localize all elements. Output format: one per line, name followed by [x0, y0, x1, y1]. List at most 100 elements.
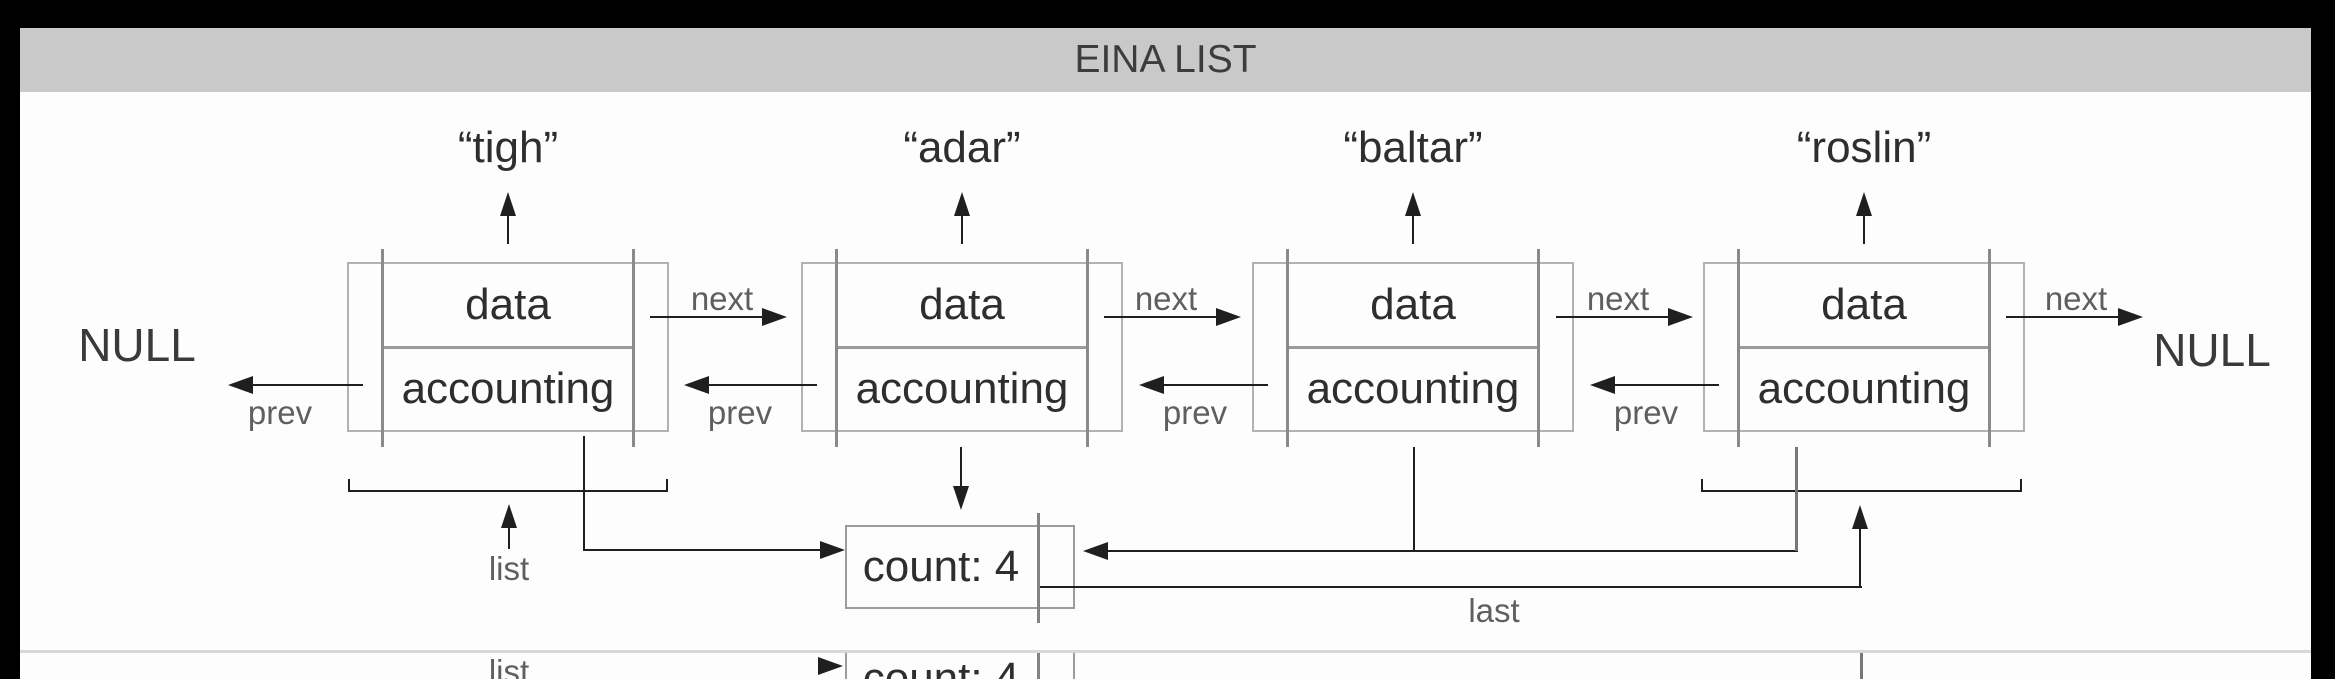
data-arrow-line [1412, 214, 1414, 244]
figure-divider [20, 650, 2311, 653]
count-box-edge [1073, 653, 1075, 679]
list-pointer-vline [583, 436, 585, 551]
list-node-baltar: “baltar” data accounting [1252, 0, 1574, 620]
prev-arrow-line [253, 384, 363, 386]
node-data-value: “roslin” [1796, 123, 1932, 172]
prev-arrowhead-icon [228, 376, 253, 394]
data-arrowhead-icon [1856, 192, 1872, 216]
node-inner-line-left [835, 249, 838, 447]
accounting-cell: accounting [855, 364, 1069, 413]
list-arrow-line [508, 527, 510, 549]
list-arrowhead-icon [501, 504, 517, 528]
data-arrow-line [1863, 214, 1865, 244]
node-box [347, 262, 669, 432]
prev-arrowhead-icon [684, 376, 709, 394]
node-data-value: “tigh” [457, 123, 559, 172]
last-pointer-vline [1860, 653, 1863, 679]
count-inner-line [1037, 653, 1040, 679]
data-cell: data [919, 280, 1005, 329]
last-pointer-vline [1859, 528, 1861, 587]
node-cell-divider [1289, 346, 1537, 349]
prev-arrowhead-icon [1590, 376, 1615, 394]
list-node-tigh: “tigh” data accounting [347, 0, 669, 620]
baltar-down-line [1413, 447, 1415, 551]
accounting-cell: accounting [401, 364, 615, 413]
figure-background [20, 28, 2311, 679]
null-text-right: NULL [2153, 324, 2271, 376]
count-inner-line [1037, 513, 1040, 623]
accounting-cell: accounting [1306, 364, 1520, 413]
data-arrowhead-icon [954, 192, 970, 216]
next-arrowhead-icon [762, 308, 787, 326]
prev-label: prev [1613, 394, 1679, 431]
node-inner-line-right [1086, 249, 1089, 447]
last-arrowhead-icon [1852, 505, 1868, 529]
data-arrowhead-icon [1405, 192, 1421, 216]
next-arrowhead-icon [2118, 308, 2143, 326]
next-label: next [1134, 280, 1198, 317]
node-inner-line-right [1988, 249, 1991, 447]
page-title: EINA LIST [1074, 38, 1257, 81]
data-cell: data [1370, 280, 1456, 329]
list-pointer-arrowhead-icon [820, 541, 845, 559]
data-arrow-line [961, 214, 963, 244]
prev-label: prev [707, 394, 773, 431]
count-box [845, 525, 1075, 609]
node-box [1252, 262, 1574, 432]
last-pointer-hline [1040, 586, 1862, 588]
title-bar: EINA LIST [20, 28, 2311, 92]
bracket-tick [1701, 479, 1703, 491]
node-bracket [1701, 490, 2022, 492]
list-pointer-arrowhead-icon [818, 657, 843, 675]
bracket-tick [348, 479, 350, 491]
node-inner-line-right [632, 249, 635, 447]
node-box [801, 262, 1123, 432]
prev-arrow-line [1615, 384, 1719, 386]
list-pointer-hline [583, 549, 821, 551]
list-label: list [488, 550, 530, 587]
prev-label: prev [1162, 394, 1228, 431]
next-label: next [690, 280, 754, 317]
prev-label: prev [247, 394, 313, 431]
next-arrow-line [2006, 316, 2118, 318]
prev-arrowhead-icon [1139, 376, 1164, 394]
node-bracket [348, 490, 668, 492]
node-inner-line-left [1737, 249, 1740, 447]
node-box [1703, 262, 2025, 432]
data-cell: data [1821, 280, 1907, 329]
count-box-edge [845, 653, 847, 679]
next-arrow-line [1104, 316, 1216, 318]
node-cell-divider [1740, 346, 1988, 349]
list-node-roslin: “roslin” data accounting [1703, 0, 2025, 620]
roslin-down-line [1795, 447, 1798, 551]
bracket-tick [2020, 479, 2022, 491]
data-arrowhead-icon [500, 192, 516, 216]
accounting-cell: accounting [1757, 364, 1971, 413]
next-arrow-line [1556, 316, 1668, 318]
last-label: last [1468, 592, 1520, 629]
count-text: count: 4 [862, 654, 1020, 679]
accounting-arrowhead-icon [953, 486, 969, 510]
accounting-arrow-line [960, 447, 962, 487]
count-text: count: 4 [862, 542, 1020, 591]
data-arrow-line [507, 214, 509, 244]
next-arrowhead-icon [1668, 308, 1693, 326]
node-data-value: “baltar” [1343, 123, 1483, 172]
count-pointer-hline [1108, 550, 1798, 552]
node-inner-line-right [1537, 249, 1540, 447]
list-label: list [488, 653, 530, 679]
node-inner-line-left [381, 249, 384, 447]
count-arrowhead-icon [1083, 542, 1108, 560]
node-cell-divider [838, 346, 1086, 349]
prev-arrow-line [1164, 384, 1268, 386]
next-figure-fragment: list count: 4 [20, 653, 2311, 679]
null-text-left: NULL [78, 319, 196, 371]
data-cell: data [465, 280, 551, 329]
next-label: next [2044, 280, 2108, 317]
next-label: next [1586, 280, 1650, 317]
prev-arrow-line [709, 384, 817, 386]
next-arrowhead-icon [1216, 308, 1241, 326]
node-cell-divider [384, 346, 632, 349]
list-node-adar: “adar” data accounting [801, 0, 1123, 620]
